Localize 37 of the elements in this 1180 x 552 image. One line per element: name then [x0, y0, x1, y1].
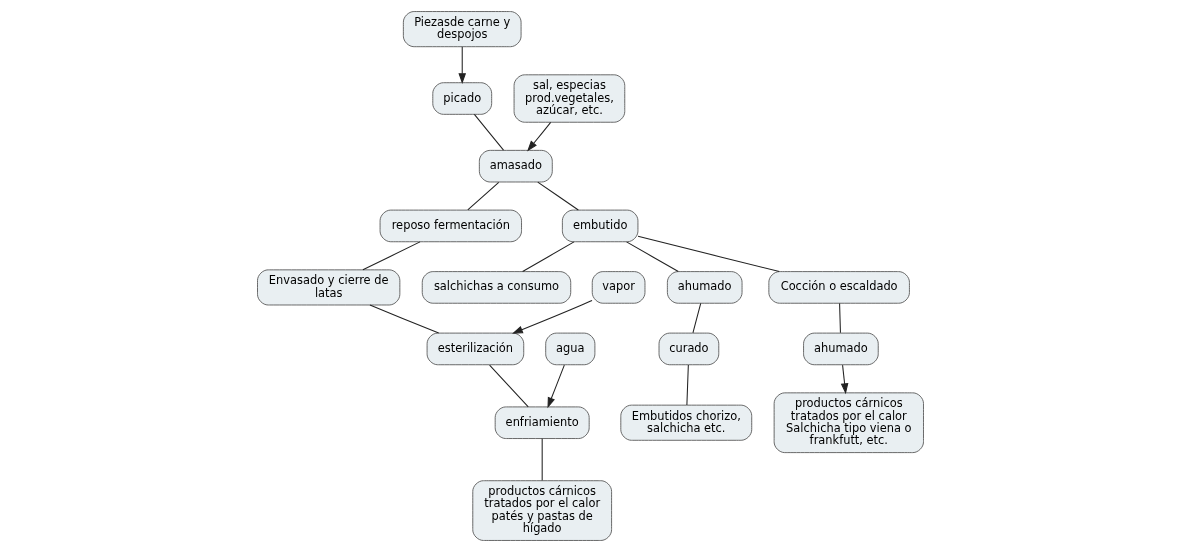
connector — [536, 181, 579, 211]
node-box: curado — [658, 332, 719, 366]
node-box: agua — [544, 332, 595, 366]
node-box: embutido — [561, 209, 638, 243]
node-box: ahumado — [666, 271, 742, 304]
connector — [466, 181, 499, 211]
arrow — [526, 121, 551, 152]
connector — [521, 241, 575, 272]
node-box: sal, especias prod.vegetales, azúcar, etc. — [513, 74, 625, 123]
connector — [488, 364, 529, 408]
connector — [368, 304, 439, 334]
connector — [625, 241, 679, 272]
connector — [473, 113, 504, 151]
connector — [685, 364, 689, 406]
arrow — [840, 364, 848, 395]
arrow — [546, 364, 565, 409]
node-box: productos cárnicos tratados por el calor patés y pastas de hígado — [471, 480, 612, 541]
connector — [637, 235, 780, 273]
node-box: Cocción o escaldado — [767, 271, 910, 304]
connector — [838, 302, 841, 334]
node-box: productos cárnicos tratados por el calor Salchicha tipo viena o frankfutt, etc. — [773, 392, 924, 454]
node-box: reposo fermentación — [379, 209, 522, 243]
node-box: picado — [431, 82, 492, 115]
node-box: Piezasde carne y despojos — [402, 11, 522, 48]
node-box: amasado — [478, 149, 553, 183]
arrow — [511, 299, 593, 334]
node-box: Envasado y cierre de latas — [256, 269, 400, 306]
node-box: Embutidos chorizo, salchicha etc. — [619, 404, 752, 441]
connector — [361, 241, 420, 271]
connector — [691, 302, 701, 334]
connector — [541, 438, 543, 482]
arrow — [457, 46, 466, 85]
node-box: enfriamiento — [494, 406, 590, 439]
node-box: salchichas a consumo — [421, 271, 571, 304]
node-box: esterilización — [426, 332, 524, 366]
node-box: ahumado — [802, 332, 879, 366]
node-box: vapor — [591, 271, 645, 304]
